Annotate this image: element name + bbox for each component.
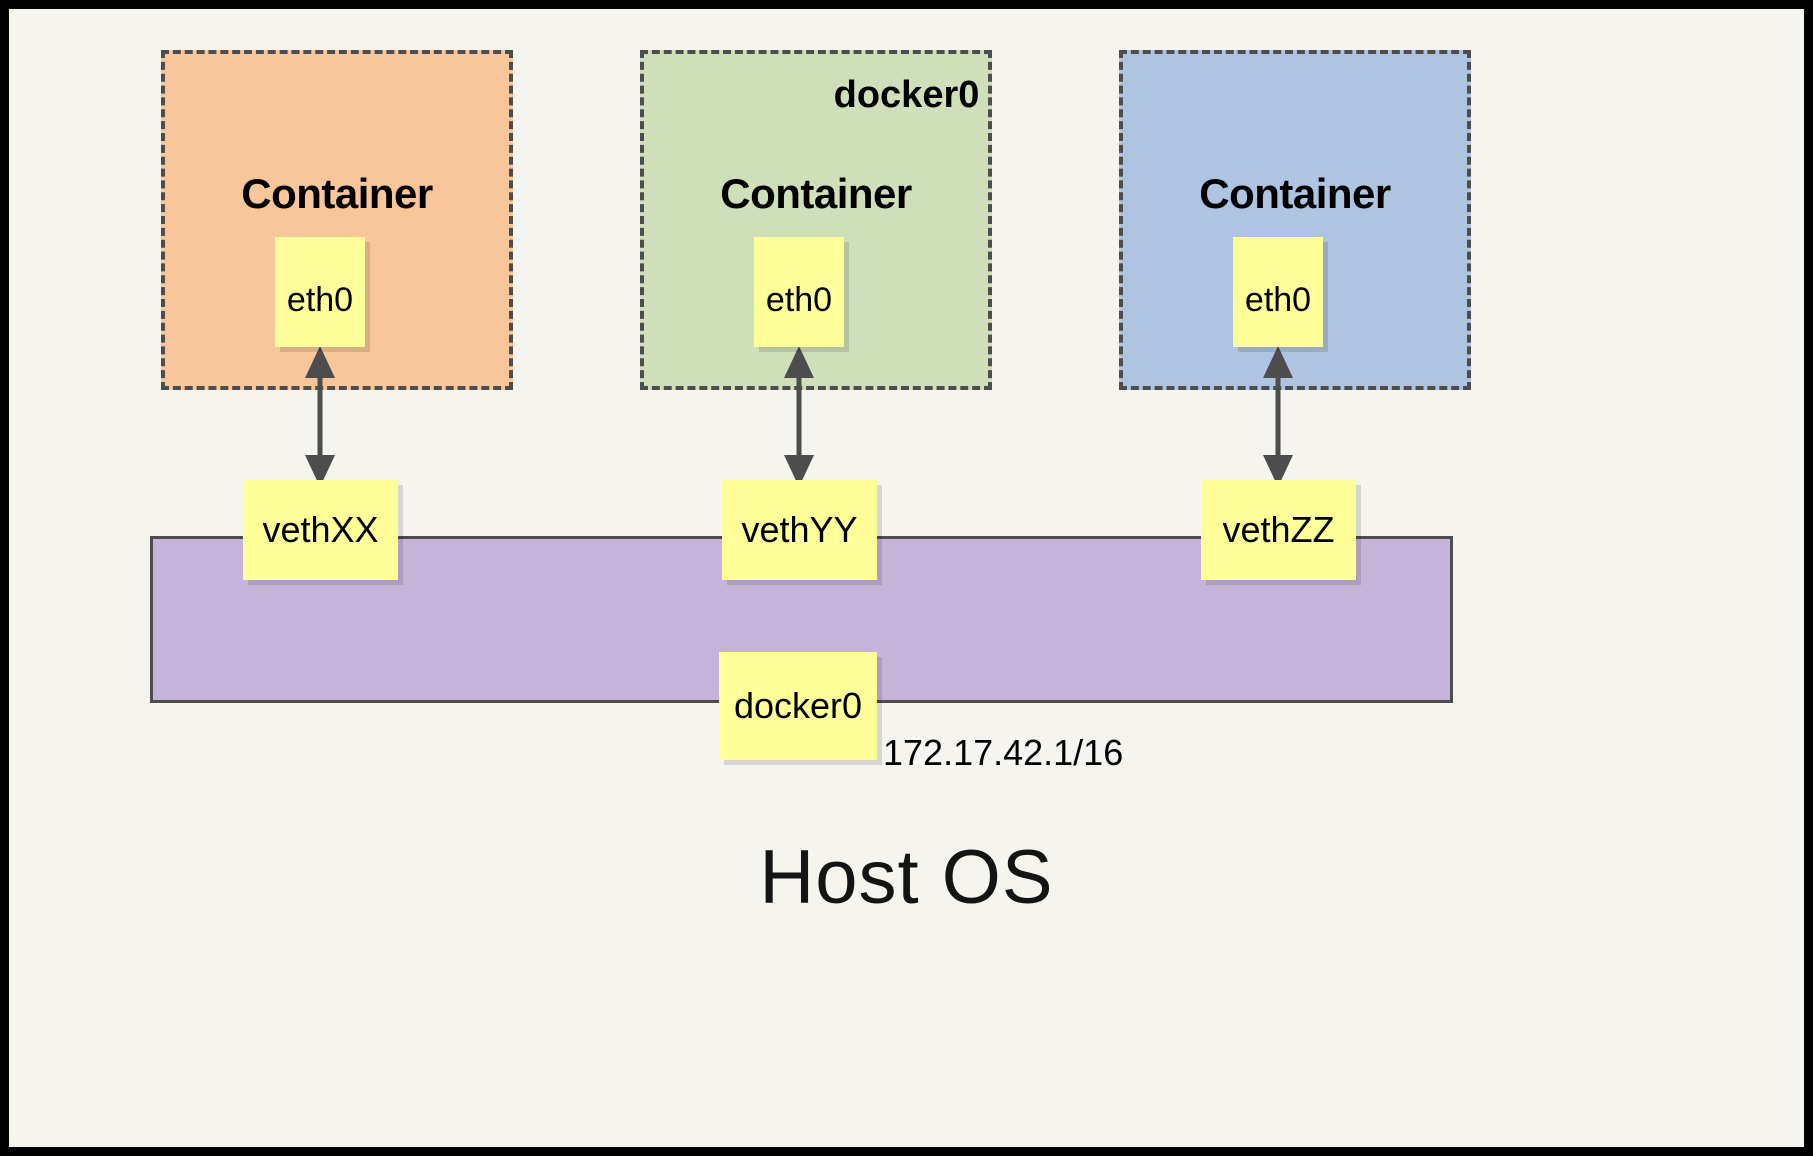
eth0-interface-2: eth0 bbox=[754, 237, 844, 347]
link-arrow-1 bbox=[305, 346, 335, 487]
veth-endpoint-1: vethXX bbox=[243, 480, 398, 580]
docker0-ip-address: 172.17.42.1/16 bbox=[883, 732, 1124, 773]
docker0-bridge-label: docker0 bbox=[833, 74, 980, 116]
eth0-interface-1: eth0 bbox=[275, 237, 365, 347]
link-arrow-2 bbox=[784, 346, 814, 487]
docker0-interface-chip: docker0 bbox=[719, 652, 877, 760]
veth-endpoint-3: vethZZ bbox=[1201, 480, 1356, 580]
container-title-2: Container bbox=[720, 170, 912, 217]
diagram-page: Container Container Container eth0 eth0 … bbox=[9, 9, 1804, 1147]
host-os-label: Host OS bbox=[759, 835, 1054, 920]
eth0-interface-3: eth0 bbox=[1233, 237, 1323, 347]
container-title-1: Container bbox=[241, 170, 433, 217]
veth-endpoint-2: vethYY bbox=[722, 480, 877, 580]
link-arrow-3 bbox=[1263, 346, 1293, 487]
container-title-3: Container bbox=[1199, 170, 1391, 217]
